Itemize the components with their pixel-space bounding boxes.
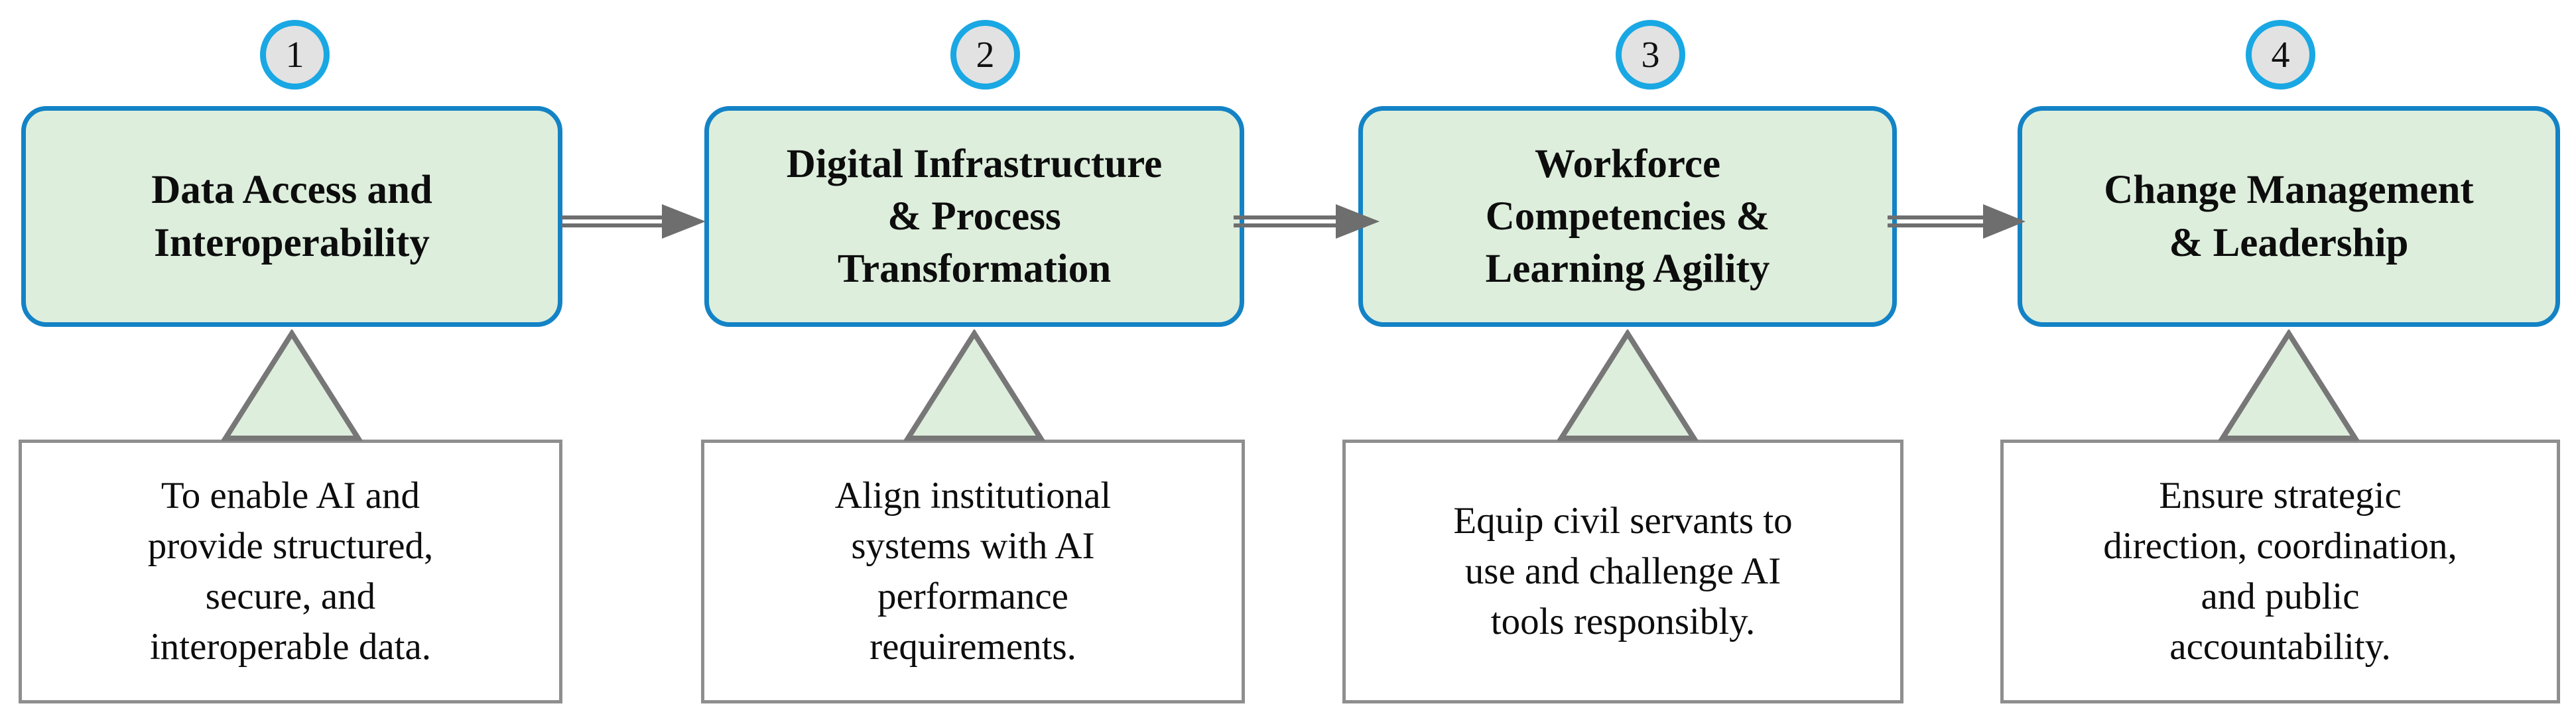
stage-title-2: Digital Infrastructure & Process Transfo… xyxy=(786,141,1163,292)
stage-number-badge-2: 2 xyxy=(950,20,1020,90)
stage-title-1: Data Access and Interoperability xyxy=(151,168,432,265)
stage-number-badge-4: 4 xyxy=(2246,20,2315,90)
stage-box-4[interactable]: Change Management & Leadership xyxy=(2018,106,2560,327)
stage-column-1: 1 Data Access and Interoperability To en… xyxy=(19,0,562,726)
stage-description-box-2: Align institutional systems with AI perf… xyxy=(701,440,1245,703)
stage-connector-triangle-4 xyxy=(2219,330,2359,441)
flow-arrow-1-to-2 xyxy=(561,204,706,239)
stage-connector-triangle-3 xyxy=(1557,330,1698,441)
stage-description-box-4: Ensure strategic direction, coordination… xyxy=(2000,440,2560,703)
stage-connector-triangle-2 xyxy=(904,330,1045,441)
stage-number-3: 3 xyxy=(1641,34,1660,76)
stage-column-4: 4 Change Management & Leadership Ensure … xyxy=(2000,0,2560,726)
stage-description-2: Align institutional systems with AI perf… xyxy=(834,475,1112,668)
stage-description-box-3: Equip civil servants to use and challeng… xyxy=(1342,440,1903,703)
stage-column-2: 2 Digital Infrastructure & Process Trans… xyxy=(701,0,1245,726)
flow-arrow-3-to-4 xyxy=(1888,204,2026,239)
stage-description-4: Ensure strategic direction, coordination… xyxy=(2103,475,2457,668)
stage-box-1[interactable]: Data Access and Interoperability xyxy=(21,106,562,327)
stage-description-1: To enable AI and provide structured, sec… xyxy=(147,475,434,668)
stage-box-2[interactable]: Digital Infrastructure & Process Transfo… xyxy=(704,106,1244,327)
stage-title-4: Change Management & Leadership xyxy=(2104,168,2474,265)
stage-description-box-1: To enable AI and provide structured, sec… xyxy=(19,440,562,703)
stage-column-3: 3 Workforce Competencies & Learning Agil… xyxy=(1342,0,1903,726)
stage-number-1: 1 xyxy=(285,34,304,76)
stage-number-badge-1: 1 xyxy=(260,20,330,90)
stage-number-badge-3: 3 xyxy=(1616,20,1685,90)
stage-box-3[interactable]: Workforce Competencies & Learning Agilit… xyxy=(1358,106,1897,327)
stage-description-3: Equip civil servants to use and challeng… xyxy=(1453,500,1793,642)
stage-connector-triangle-1 xyxy=(222,330,362,441)
stage-title-3: Workforce Competencies & Learning Agilit… xyxy=(1485,141,1770,292)
stage-number-4: 4 xyxy=(2271,34,2290,76)
flow-arrow-2-to-3 xyxy=(1234,204,1380,239)
stage-number-2: 2 xyxy=(976,34,995,76)
